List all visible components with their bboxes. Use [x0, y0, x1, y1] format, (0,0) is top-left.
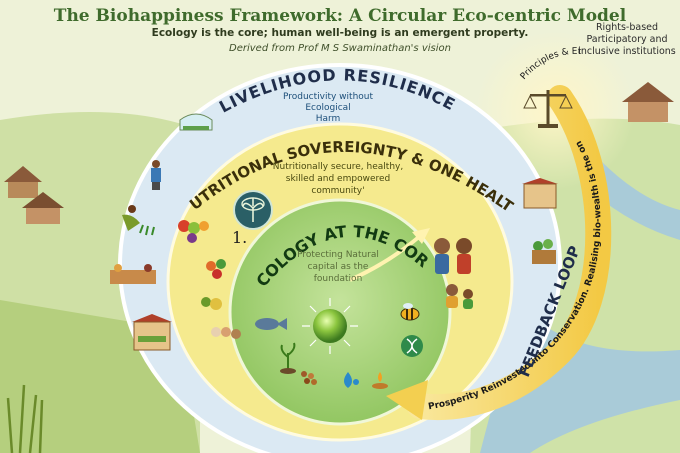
description-line: foundation	[313, 274, 363, 284]
reeds-decoration	[6, 384, 44, 453]
description-line: community'	[311, 186, 365, 196]
tree-of-life-logo-icon	[233, 190, 273, 230]
house-icon	[4, 166, 64, 224]
dna-icon	[401, 335, 423, 357]
subtitle: Ecology is the core; human well-being is…	[151, 27, 529, 39]
description-line: Nutritionally secure, healthy,	[272, 162, 404, 172]
principles-line: Participatory and	[586, 34, 668, 45]
feedback-arrowhead	[386, 380, 428, 420]
family-icon	[434, 238, 473, 309]
scales-icon	[523, 90, 573, 128]
description-line: Protecting Natural	[297, 250, 379, 260]
fish-icon	[255, 318, 287, 330]
market-stall-icon	[110, 264, 156, 284]
seeds-icon	[301, 371, 317, 385]
water-drop-icon	[344, 372, 359, 388]
description-line: capital as the	[307, 262, 369, 272]
description-line: Harm	[315, 114, 341, 124]
principles-line: Rights-based	[595, 22, 659, 33]
feedback-arrow	[407, 85, 612, 420]
derived-note: Derived from Prof M S Swaminathan's visi…	[229, 43, 451, 54]
house-icon	[622, 82, 674, 122]
principles-side-text: Rights-based Participatory and inclusive…	[572, 22, 680, 58]
produce-basket-icon	[211, 327, 241, 339]
market-stall-icon	[132, 314, 172, 351]
principles-line: inclusive institutions	[578, 46, 676, 57]
seedling-icon	[280, 342, 296, 374]
planting-icon	[122, 205, 155, 236]
greenhouse-icon	[179, 113, 213, 131]
page-title: The Biohappiness Framework: A Circular E…	[53, 6, 627, 26]
ecology-description: Protecting Natural capital as the founda…	[288, 249, 388, 285]
description-line: Productivity without Ecological	[282, 92, 374, 113]
farmer-icon	[151, 160, 161, 190]
produce-basket-icon	[532, 239, 556, 264]
produce-basket-icon	[178, 220, 209, 243]
market-stall-icon	[522, 178, 558, 209]
bee-icon	[400, 303, 420, 321]
inner-arrowhead	[412, 228, 430, 244]
produce-basket-icon	[201, 297, 222, 310]
produce-basket-icon	[206, 259, 226, 279]
inner-arrow	[349, 234, 422, 282]
oil-lamp-icon	[372, 372, 388, 389]
livelihood-description: Productivity without Ecological Harm	[268, 92, 388, 125]
description-line: skilled and empowered	[285, 174, 391, 184]
green-orb-icon	[302, 298, 358, 354]
number-label: 1.	[232, 228, 248, 247]
nutrition-description: Nutritionally secure, healthy, skilled a…	[268, 161, 408, 197]
